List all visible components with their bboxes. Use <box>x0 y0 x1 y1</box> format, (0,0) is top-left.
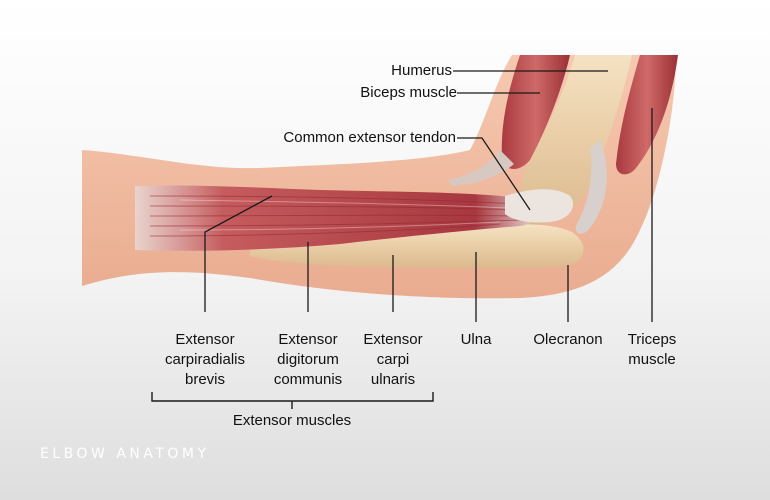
common-extensor-tendon <box>505 189 574 223</box>
ulna-bone <box>250 224 584 269</box>
ecrb-label: Extensor carpiradialis brevis <box>152 330 258 390</box>
ecu-label-line1: Extensor <box>363 331 423 348</box>
ecu-label-line2: carpi <box>376 351 410 368</box>
ecu-label: Extensor carpi ulnaris <box>353 330 433 390</box>
ecrb-label-line3: brevis <box>184 371 225 388</box>
olecranon-label: Olecranon <box>533 331 603 348</box>
leader-lines <box>204 70 653 322</box>
muscle-fibers <box>149 195 521 237</box>
humerus-bone <box>521 55 632 225</box>
brand-caption: ELBOW ANATOMY <box>40 446 210 462</box>
biceps-tendon <box>448 150 514 186</box>
common-extensor-tendon-label: Common extensor tendon <box>283 129 456 146</box>
edc-label-line2: digitorum <box>277 351 339 368</box>
humerus-label: Humerus <box>391 62 452 79</box>
ecrb-label-line1: Extensor <box>175 331 235 348</box>
triceps-tendon <box>575 140 607 234</box>
biceps-label: Biceps muscle <box>360 84 457 101</box>
triceps-muscle <box>616 55 678 175</box>
ecrb-label-line2: carpiradialis <box>164 351 246 368</box>
edc-label-line3: communis <box>273 371 343 388</box>
ecu-label-line3: ulnaris <box>370 371 416 388</box>
ulna-label: Ulna <box>460 331 492 348</box>
triceps-label-line2: muscle <box>628 351 676 368</box>
extensor-group-bracket <box>151 392 434 409</box>
edc-label: Extensor digitorum communis <box>258 330 358 390</box>
muscle-highlights <box>179 199 511 231</box>
triceps-label: Triceps muscle <box>612 330 692 370</box>
extensor-muscles-label: Extensor muscles <box>232 412 352 429</box>
biceps-muscle <box>501 55 570 169</box>
triceps-label-line1: Triceps <box>627 331 677 348</box>
extensor-muscle-mass <box>135 185 535 251</box>
edc-label-line1: Extensor <box>278 331 338 348</box>
